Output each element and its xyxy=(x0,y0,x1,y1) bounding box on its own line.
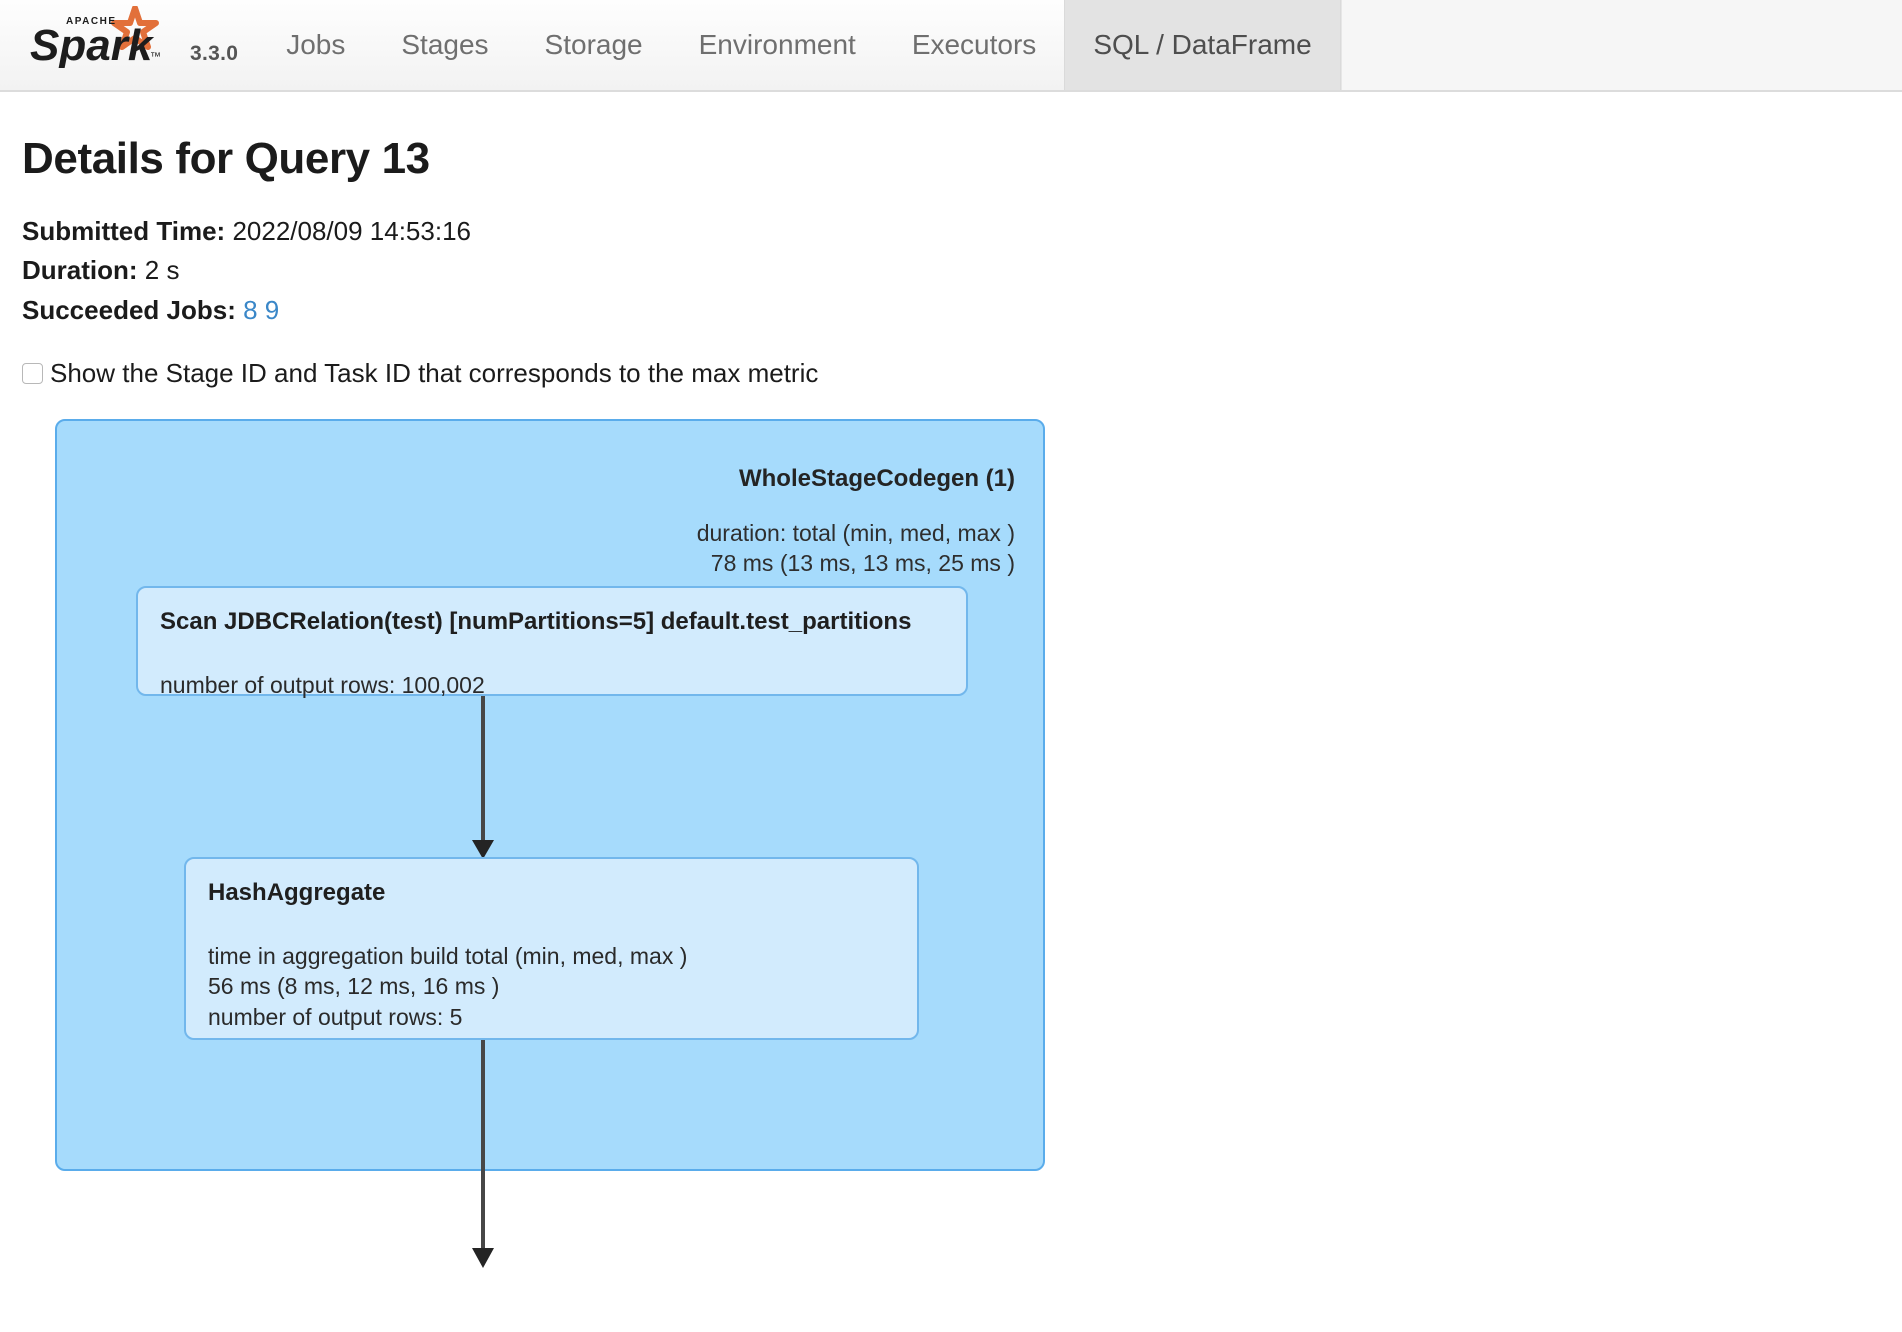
tab-storage[interactable]: Storage xyxy=(544,29,643,60)
apache-spark-logo[interactable]: APACHE Spark ™ xyxy=(28,6,178,68)
plan-node-hashaggregate-metrics: time in aggregation build total (min, me… xyxy=(208,941,895,1032)
plan-node-scan-metrics: number of output rows: 100,002 xyxy=(160,670,944,700)
tab-jobs[interactable]: Jobs xyxy=(286,29,346,60)
tab-executors[interactable]: Executors xyxy=(911,29,1037,60)
spark-version-label: 3.3.0 xyxy=(190,42,239,65)
plan-node-scan-title: Scan JDBCRelation(test) [numPartitions=5… xyxy=(160,608,912,636)
show-stage-task-id-label: Show the Stage ID and Task ID that corre… xyxy=(50,358,819,389)
plan-node-hashaggregate-title: HashAggregate xyxy=(208,879,386,907)
job-link-8[interactable]: 8 xyxy=(243,294,258,325)
plan-node-scan-metric-0: number of output rows: 100,002 xyxy=(160,672,485,699)
svg-text:Spark: Spark xyxy=(30,21,155,68)
top-navbar: APACHE Spark ™ 3.3.0 Jobs Stages Storage… xyxy=(0,0,1902,92)
submitted-time-row: Submitted Time: 2022/08/09 14:53:16 xyxy=(22,214,1902,249)
wholestagecodegen-metrics: duration: total (min, med, max ) 78 ms (… xyxy=(697,519,1015,578)
plan-node-hashaggregate-metric-2: number of output rows: 5 xyxy=(208,1003,463,1030)
svg-text:APACHE: APACHE xyxy=(66,16,116,27)
edge-hashaggregate-to-next xyxy=(468,1040,498,1270)
plan-node-hashaggregate-metric-0: time in aggregation build total (min, me… xyxy=(208,943,688,970)
show-stage-task-id-checkbox[interactable] xyxy=(22,363,43,385)
show-stage-task-id-row[interactable]: Show the Stage ID and Task ID that corre… xyxy=(22,358,1902,389)
job-link-9[interactable]: 9 xyxy=(264,294,280,325)
svg-text:™: ™ xyxy=(150,51,161,63)
succeeded-jobs-row: Succeeded Jobs: 8 9 xyxy=(22,293,1902,328)
plan-node-scan-jdbcrelation[interactable]: Scan JDBCRelation(test) [numPartitions=5… xyxy=(136,586,968,698)
succeeded-jobs-label: Succeeded Jobs: xyxy=(22,294,236,325)
submitted-time-value: 2022/08/09 14:53:16 xyxy=(232,216,471,246)
wholestagecodegen-metric-line-2: 78 ms (13 ms, 13 ms, 25 ms ) xyxy=(710,549,1015,576)
duration-value: 2 s xyxy=(144,255,180,286)
sql-plan-graph: WholeStageCodegen (1) duration: total (m… xyxy=(55,419,1455,1269)
duration-label: Duration: xyxy=(22,255,138,286)
submitted-time-label: Submitted Time: xyxy=(22,216,226,246)
plan-node-hashaggregate[interactable]: HashAggregate time in aggregation build … xyxy=(184,857,919,1041)
wholestagecodegen-stage-box[interactable]: WholeStageCodegen (1) duration: total (m… xyxy=(55,419,1045,1172)
brand-area[interactable]: APACHE Spark ™ 3.3.0 xyxy=(0,0,238,90)
nav-tab-list: Jobs Stages Storage Environment Executor… xyxy=(258,0,1341,90)
plan-node-hashaggregate-metric-1: 56 ms (8 ms, 12 ms, 16 ms ) xyxy=(208,973,500,1000)
duration-row: Duration: 2 s xyxy=(22,253,1902,288)
edge-scan-to-hashaggregate xyxy=(468,696,498,861)
wholestagecodegen-metric-line-1: duration: total (min, med, max ) xyxy=(696,520,1015,547)
tab-sql-dataframe[interactable]: SQL / DataFrame xyxy=(1064,0,1341,90)
tab-stages[interactable]: Stages xyxy=(401,29,489,60)
page-content: Details for Query 13 Submitted Time: 202… xyxy=(0,134,1902,1269)
wholestagecodegen-title: WholeStageCodegen (1) xyxy=(738,465,1015,493)
wholestagecodegen-header: WholeStageCodegen (1) duration: total (m… xyxy=(697,465,1015,578)
navbar-filler xyxy=(1340,0,1902,90)
page-title: Details for Query 13 xyxy=(22,134,430,183)
tab-environment[interactable]: Environment xyxy=(698,29,856,60)
query-meta: Submitted Time: 2022/08/09 14:53:16 Dura… xyxy=(22,214,1902,328)
